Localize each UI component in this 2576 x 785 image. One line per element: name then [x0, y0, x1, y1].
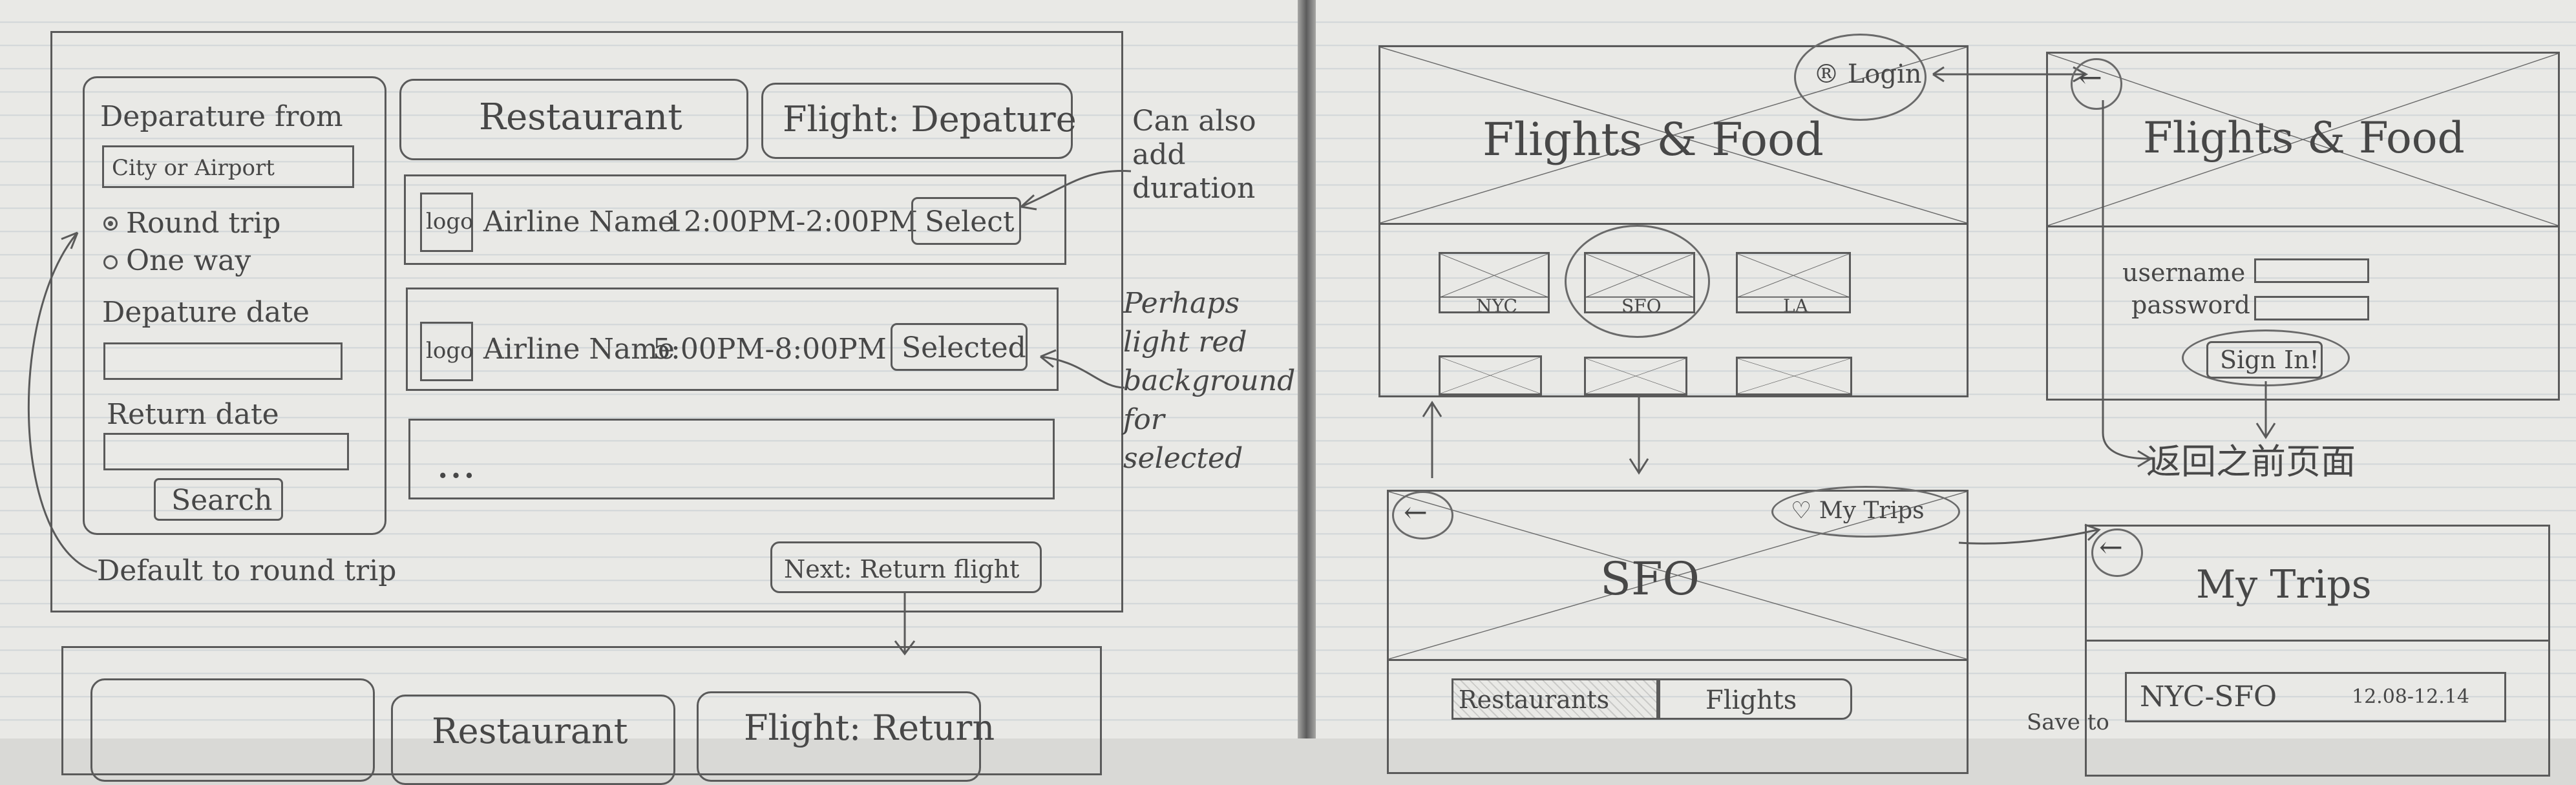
trips-back-arrow-icon[interactable]: ← [2099, 531, 2123, 564]
sign-in-button[interactable]: Sign In! [2206, 341, 2323, 379]
next-return-flight-button[interactable]: Next: Return flight [770, 541, 1042, 593]
username-label: username [2122, 258, 2246, 287]
back-to-home-arrow [1422, 401, 1442, 478]
flight-time: 5:00PM-8:00PM [653, 333, 887, 366]
one-way-label: One way [126, 244, 251, 277]
selected-note-arrow [1040, 349, 1125, 389]
tab-flight-departure-label: Flight: Depature [783, 99, 1077, 140]
select-button-label: Select [925, 205, 1015, 238]
tab-restaurant[interactable]: Restaurant [399, 79, 748, 160]
city-back-arrow-icon[interactable]: ← [1404, 496, 1428, 529]
airline-name: Airline Name [483, 205, 675, 238]
duration-note: Can also add duration [1132, 105, 1256, 205]
tab-flight-departure[interactable]: Flight: Depature [761, 83, 1077, 159]
city-card-nyc-label: NYC [1476, 295, 1517, 313]
airline-logo: logo [420, 193, 474, 252]
login-back-path-arrow [2102, 100, 2153, 468]
home-title: Flights & Food [1483, 113, 1824, 166]
return-date-input[interactable] [103, 433, 349, 470]
selected-button-label: Selected [902, 331, 1026, 364]
more-results-ellipsis: ... [436, 440, 476, 488]
return-tab-flight[interactable]: Flight: Return [697, 691, 995, 782]
return-sidebar [90, 678, 375, 782]
depature-date-input[interactable] [103, 342, 343, 380]
city-card-placeholder[interactable] [1439, 355, 1542, 395]
login-title: Flights & Food [2143, 113, 2465, 163]
city-airport-placeholder: City or Airport [112, 155, 275, 181]
search-button-label: Search [171, 484, 273, 517]
default-note-arrow [27, 231, 98, 573]
city-card-nyc[interactable]: NYC [1439, 252, 1550, 313]
duration-note-arrow [1020, 169, 1132, 211]
trip-item[interactable]: NYC-SFO 12.08-12.14 [2125, 672, 2506, 722]
airline-logo-text: logo [426, 338, 474, 364]
sign-in-label: Sign In! [2220, 346, 2319, 374]
trip-route: NYC-SFO [2140, 680, 2277, 713]
login-highlight-circle [1794, 34, 1927, 121]
flight-result-row-selected [406, 288, 1059, 391]
save-to-note: Save to [2027, 709, 2109, 735]
tab-restaurants[interactable]: Restaurants [1452, 678, 1658, 720]
search-button[interactable]: Search [154, 478, 283, 521]
notebook-spine [1298, 0, 1317, 738]
my-trips-highlight-circle [1771, 486, 1960, 538]
right-notebook-page: Flights & Food ® Login NYC SFO LA ← Flig… [1316, 0, 2576, 777]
city-card-sfo-label: SFO [1621, 295, 1662, 313]
sfo-highlight-circle [1565, 225, 1710, 338]
my-trips-link[interactable]: ♡ My Trips [1791, 497, 1925, 524]
trips-header-divider [2085, 640, 2550, 642]
selected-background-note: Perhaps light red background for selecte… [1123, 287, 1296, 475]
departure-label: Deparature from [100, 100, 343, 133]
city-title: SFO [1600, 552, 1700, 605]
airline-logo-text: logo [426, 209, 474, 235]
login-back-arrow-icon[interactable]: ← [2078, 61, 2102, 94]
username-input[interactable] [2254, 258, 2369, 283]
login-back-circle [2071, 58, 2122, 110]
city-airport-input[interactable]: City or Airport [102, 145, 354, 188]
city-card-la[interactable]: LA [1736, 252, 1851, 313]
city-card-placeholder[interactable] [1736, 357, 1852, 395]
return-previous-page-note: 返回之前页面 [2146, 441, 2356, 482]
next-return-flight-label: Next: Return flight [784, 555, 1020, 583]
airline-logo: logo [420, 322, 474, 381]
select-button[interactable]: Select [911, 197, 1021, 245]
round-trip-radio[interactable] [103, 216, 118, 231]
left-notebook-page: Deparature from City or Airport Round tr… [0, 0, 1299, 785]
return-tab-restaurant-label: Restaurant [432, 711, 628, 751]
departure-wireframe-frame [50, 31, 1123, 612]
flight-result-row [404, 174, 1066, 265]
more-results-row: ... [408, 419, 1055, 499]
password-label: password [2131, 291, 2250, 319]
city-back-circle [1392, 491, 1453, 539]
return-tab-flight-label: Flight: Return [744, 707, 995, 748]
login-link[interactable]: ® Login [1813, 59, 1922, 89]
one-way-radio[interactable] [103, 255, 118, 269]
airline-name: Airline Name [483, 333, 675, 366]
password-input[interactable] [2254, 296, 2369, 320]
depature-date-label: Depature date [102, 296, 310, 329]
login-hero-image-placeholder [2046, 52, 2560, 227]
tab-flights-label: Flights [1705, 686, 1797, 715]
search-sidebar [83, 76, 386, 535]
tab-flights[interactable]: Flights [1658, 678, 1852, 720]
trips-back-circle [2091, 529, 2143, 577]
return-tab-restaurant[interactable]: Restaurant [391, 695, 675, 785]
city-card-placeholder[interactable] [1584, 357, 1687, 395]
default-round-trip-note: Default to round trip [97, 554, 397, 587]
next-down-arrow [894, 591, 916, 656]
city-card-la-label: LA [1783, 295, 1808, 313]
tab-restaurants-label: Restaurants [1459, 686, 1610, 714]
round-trip-label: Round trip [126, 207, 281, 240]
return-date-label: Return date [107, 398, 279, 431]
trip-dates: 12.08-12.14 [2352, 686, 2469, 708]
trips-title: My Trips [2196, 562, 2372, 607]
flight-time: 12:00PM-2:00PM [666, 205, 918, 238]
selected-button[interactable]: Selected [891, 323, 1028, 371]
city-card-sfo[interactable]: SFO [1584, 252, 1695, 313]
tab-restaurant-label: Restaurant [479, 96, 682, 138]
sign-in-arrow [2255, 381, 2276, 439]
sfo-to-city-page-arrow [1629, 397, 1649, 475]
my-trips-arrow [1958, 523, 2101, 545]
